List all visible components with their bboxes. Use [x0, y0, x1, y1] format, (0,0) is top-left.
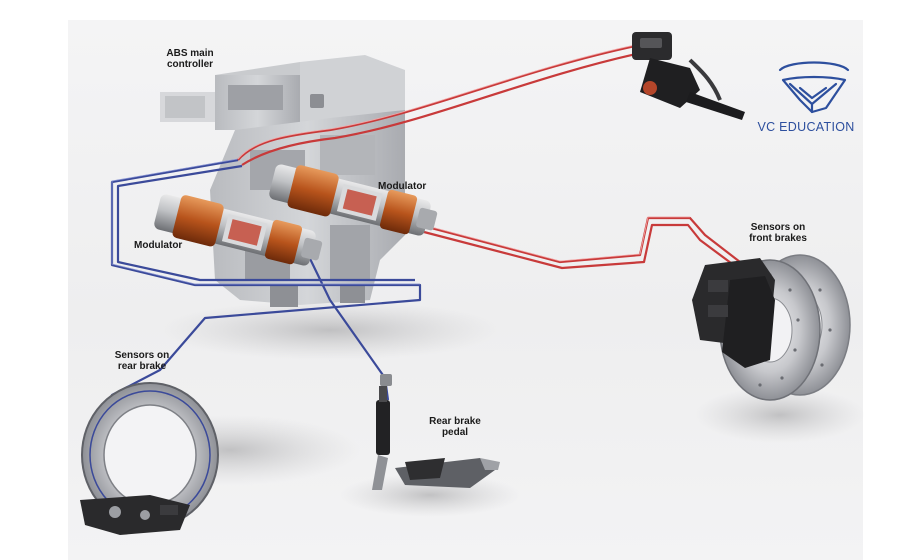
front-brake-shadow: [695, 387, 865, 443]
label-rear-pedal: Rear brake pedal: [429, 416, 481, 438]
abs-controller: [160, 55, 405, 307]
front-brake-lever: [632, 32, 745, 120]
label-sensors-rear: Sensors on rear brake: [114, 350, 170, 372]
front-brake-lines-highlight: [237, 43, 690, 262]
logo-brand-text: VC EDUCATION: [757, 120, 855, 134]
modulator-lower: [154, 194, 323, 266]
controller-shadow: [160, 300, 500, 360]
label-abs-controller: ABS main controller: [166, 48, 214, 70]
rear-brake-caliper: [80, 495, 190, 535]
front-brake-calipers: [692, 258, 775, 368]
modulator-upper: [269, 164, 438, 236]
label-modulator-upper: Modulator: [378, 181, 427, 192]
label-modulator-lower: Modulator: [134, 240, 183, 251]
rear-brake-pedal: [372, 374, 500, 490]
front-brake-lines: [237, 43, 757, 283]
rear-brake-disc: [81, 382, 219, 528]
vc-education-logo-icon: [778, 61, 850, 114]
rear-brake-lines-highlight: [111, 158, 420, 285]
label-sensors-front: Sensors on front brakes: [749, 222, 807, 244]
